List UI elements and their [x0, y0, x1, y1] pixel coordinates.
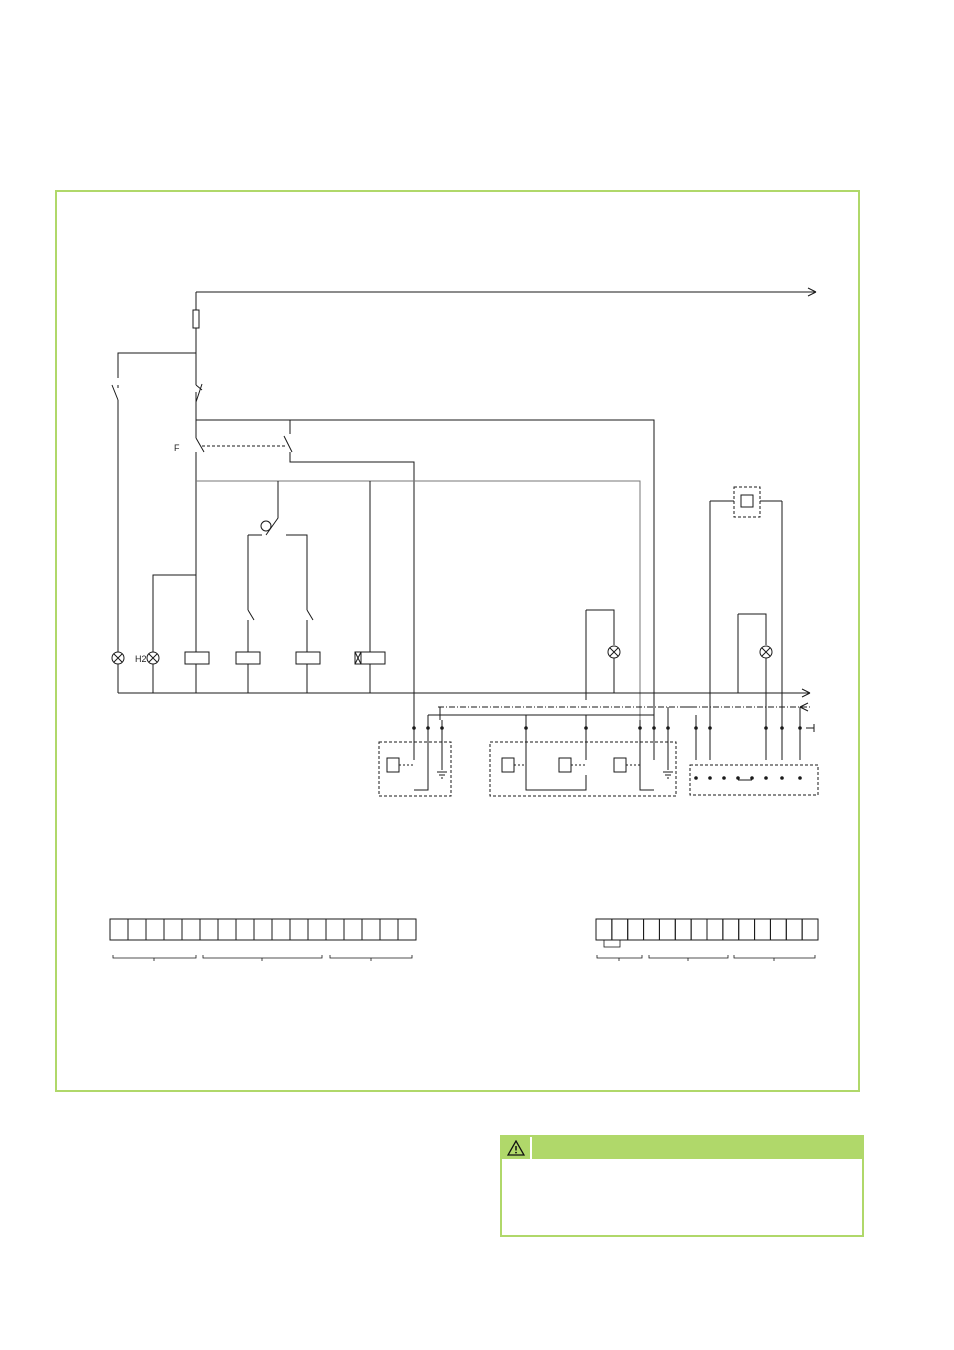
terminal-cell	[307, 918, 327, 941]
terminal-cell	[343, 918, 363, 941]
terminal-cell	[690, 918, 708, 941]
terminal-cell	[769, 918, 787, 941]
relay-k4	[354, 651, 386, 665]
terminal-cell	[235, 918, 255, 941]
warning-icon-cell	[502, 1137, 532, 1159]
brace-left-3	[329, 955, 413, 961]
supply-terminal-arrow	[807, 287, 817, 297]
terminal-cell	[595, 918, 613, 941]
device-box-3	[689, 764, 819, 796]
terminal-cell	[674, 918, 692, 941]
label-f: F	[174, 443, 180, 453]
terminal-cell	[109, 918, 129, 941]
terminal-cell	[271, 918, 291, 941]
diagram-frame	[55, 190, 860, 1092]
brace-left-1	[112, 955, 197, 961]
warning-header	[502, 1137, 862, 1159]
terminal-cell	[127, 918, 147, 941]
terminal-cell	[658, 918, 676, 941]
terminal-cell	[643, 918, 660, 941]
terminal-cell	[738, 918, 756, 941]
brace-right-3	[733, 955, 816, 961]
warning-box	[500, 1135, 864, 1237]
brace-left-2	[202, 955, 323, 961]
switch-main-top	[195, 383, 203, 403]
terminal-cell	[289, 918, 309, 941]
brace-right-2	[648, 955, 729, 961]
thermostat-symbol	[260, 520, 272, 532]
fuse	[192, 309, 200, 329]
terminal-cell	[397, 918, 417, 941]
warning-triangle-icon	[507, 1140, 525, 1156]
terminal-cell	[163, 918, 183, 941]
switch-left	[111, 384, 119, 645]
terminal-cell	[325, 918, 345, 941]
terminal-cell	[199, 918, 219, 941]
terminal-cell	[754, 918, 771, 941]
relay-k1	[184, 651, 210, 665]
terminal-cell	[611, 918, 629, 941]
terminal-cell	[379, 918, 399, 941]
switch-f	[195, 437, 205, 486]
device-box-2	[489, 741, 677, 797]
terminal-cell	[217, 918, 237, 941]
terminal-cell	[145, 918, 165, 941]
brace-right-1	[596, 955, 643, 961]
label-h2: H2	[135, 654, 147, 664]
pump-block-dashed	[733, 486, 761, 518]
terminal-cell	[785, 918, 803, 941]
terminal-cell	[361, 918, 381, 941]
terminal-cell	[627, 918, 645, 941]
terminal-cell	[706, 918, 724, 941]
jumper-right	[603, 939, 621, 948]
relay-k2	[235, 651, 261, 665]
terminal-cell	[253, 918, 273, 941]
terminal-cell	[801, 918, 819, 941]
terminal-strip-left	[109, 918, 417, 941]
terminal-cell	[181, 918, 201, 941]
terminal-strip-right	[595, 918, 819, 941]
terminal-cell	[722, 918, 740, 941]
relay-k3	[295, 651, 321, 665]
device-box-1	[378, 741, 452, 797]
